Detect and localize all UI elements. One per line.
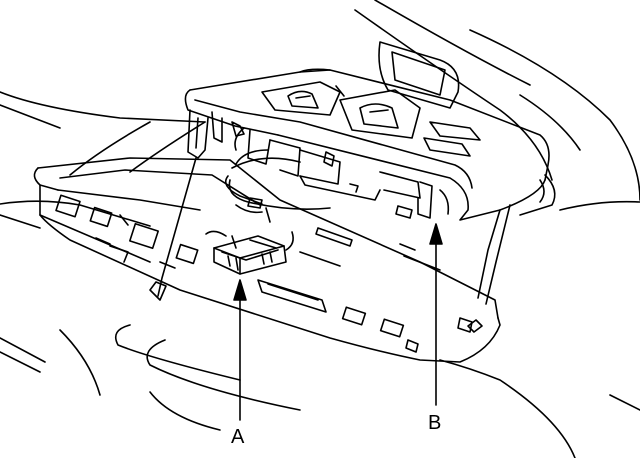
callout-label-b: B xyxy=(428,412,442,434)
callout-label-a: A xyxy=(231,426,245,448)
callout-arrow-b xyxy=(429,223,443,406)
door-handle-recess xyxy=(378,41,460,109)
callout-arrow-a xyxy=(233,279,247,421)
armrest-tray xyxy=(33,157,501,363)
power-window-switch-panel xyxy=(184,68,550,223)
clip-pointer-line xyxy=(149,157,197,301)
right-mount-post xyxy=(467,204,511,333)
connector-a xyxy=(205,230,294,275)
